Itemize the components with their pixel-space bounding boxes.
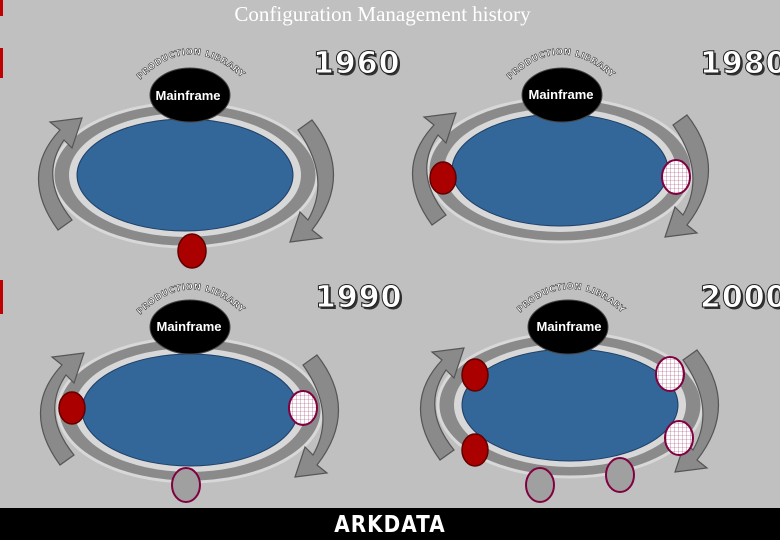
mainframe-label-1960: Mainframe (155, 88, 221, 103)
mainframe-label-1990: Mainframe (156, 319, 222, 334)
cycle-arrow-icon-2 (411, 112, 457, 226)
node-dark-2000-b (461, 433, 489, 467)
cycle-arrow-icon-3 (664, 114, 710, 238)
cycle-arrow-icon-5 (294, 354, 340, 478)
library-pool-3 (461, 348, 679, 462)
panel-2000-drawing: PRODUCTION LIBRARY (419, 282, 720, 503)
node-grid-1990-a (288, 390, 318, 426)
cycle-arrow-icon-7 (674, 349, 720, 473)
node-dark-1980-a (429, 161, 457, 195)
year-1980: 1980 (700, 46, 780, 82)
mainframe-label-1980: Mainframe (528, 87, 594, 102)
cycle-arrow-icon-4 (39, 352, 85, 466)
panel-1980-drawing: PRODUCTION LIBRARY (411, 47, 710, 244)
cycle-arrow-icon-1 (289, 119, 335, 243)
node-gray-2000-a (525, 467, 555, 503)
library-pool-0 (76, 118, 294, 232)
panel-1990-drawing: PRODUCTION LIBRARY (39, 282, 340, 503)
node-gray-2000-b (605, 457, 635, 493)
edge-mark-lower (0, 280, 3, 314)
mainframe-2000 (527, 299, 609, 355)
year-1960: 1960 (313, 46, 401, 82)
mainframe-1990 (149, 299, 231, 355)
brand-logo: ARKDATA (334, 510, 446, 538)
page-title: Configuration Management history (234, 2, 531, 26)
node-dark-1960-a (177, 233, 207, 269)
node-dark-2000-a (461, 358, 489, 392)
node-gray-1990-a (171, 467, 201, 503)
mainframe-label-2000: Mainframe (536, 319, 602, 334)
node-dark-1990-a (58, 391, 86, 425)
node-grid-2000-b (664, 420, 694, 456)
node-grid-1980-a (661, 159, 691, 195)
cycle-arrow-icon-6 (419, 347, 465, 461)
node-grid-2000-a (655, 356, 685, 392)
cycle-arrow-icon-0 (37, 117, 83, 231)
year-1990: 1990 (315, 280, 403, 316)
mainframe-1960 (149, 67, 231, 123)
edge-mark-upper (0, 48, 3, 78)
library-pool-2 (81, 353, 299, 467)
library-pool-1 (451, 113, 669, 227)
panel-1960-drawing: PRODUCTION LIBRARY (37, 47, 335, 269)
mainframe-1980 (521, 67, 603, 123)
year-2000: 2000 (700, 280, 780, 316)
footer-bar: ARKDATA (0, 508, 780, 540)
edge-mark-top (0, 0, 3, 16)
